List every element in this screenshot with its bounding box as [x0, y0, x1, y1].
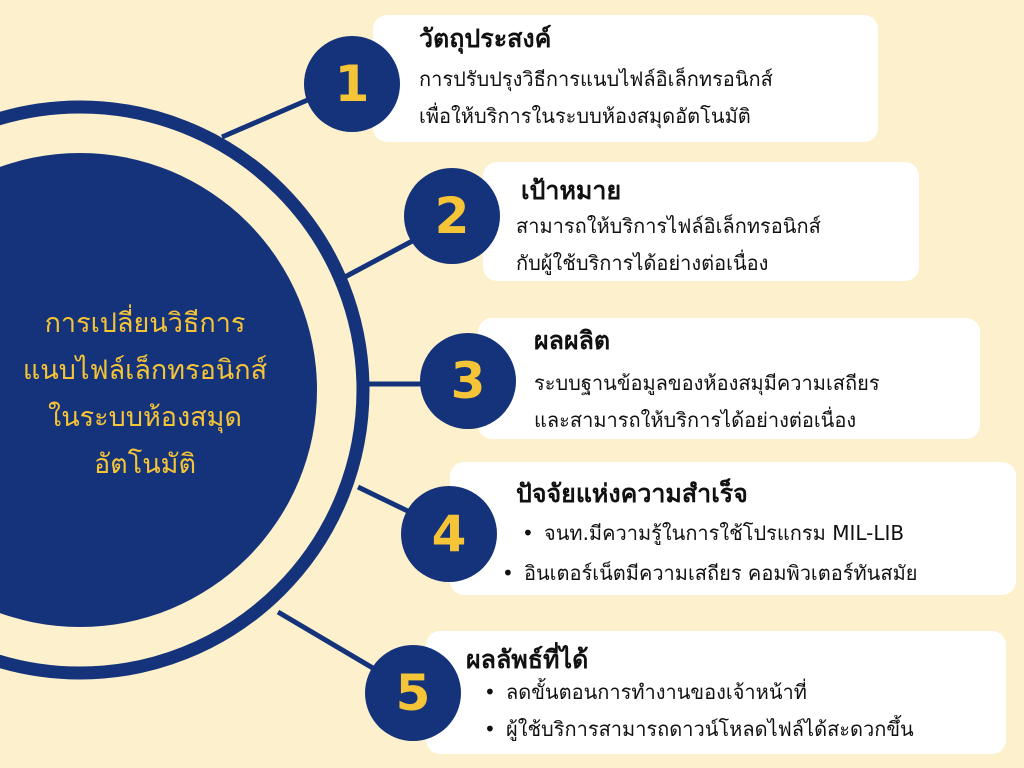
bullet-item: ลดขั้นตอนการทำงานของเจ้าหน้าที่ — [484, 676, 807, 708]
hub-circle — [0, 153, 317, 627]
number-badge-1: 1 — [304, 36, 400, 132]
number-badge-3: 3 — [420, 333, 516, 429]
hub-title-line: แนบไฟล์เล็กทรอนิกส์ — [22, 355, 268, 386]
number-badge-4: 4 — [401, 486, 497, 582]
bullet-item: จนท.มีความรู้ในการใช้โปรแกรม MIL-LIB — [522, 517, 904, 549]
card-title: ผลลัพธ์ที่ได้ — [466, 645, 589, 674]
hub-title: การเปลี่ยนวิธีการ แนบไฟล์เล็กทรอนิกส์ ใน… — [0, 300, 290, 488]
card-title: ปัจจัยแห่งความสำเร็จ — [516, 479, 748, 508]
card-goal: เป้าหมาย สามารถให้บริการไฟล์อิเล็กทรอนิก… — [483, 162, 919, 281]
card-text-line: ระบบฐานข้อมูลของห้องสมุมีความเสถียร — [534, 371, 880, 395]
card-title: เป้าหมาย — [521, 176, 622, 205]
hub-title-line: ในระบบห้องสมุด — [48, 402, 242, 433]
hub-outer-ring — [0, 100, 370, 680]
card-objective: วัตถุประสงค์ การปรับปรุงวิธีการแนบไฟล์อิ… — [373, 15, 878, 142]
card-text-line: และสามารถให้บริการได้อย่างต่อเนื่อง — [534, 408, 857, 432]
card-text-line: การปรับปรุงวิธีการแนบไฟล์อิเล็กทรอนิกส์ — [419, 67, 773, 91]
card-text-line: เพื่อให้บริการในระบบห้องสมุดอัตโนมัติ — [419, 104, 751, 128]
card-text-line: กับผู้ใช้บริการได้อย่างต่อเนื่อง — [516, 251, 769, 275]
card-title: วัตถุประสงค์ — [419, 24, 552, 53]
card-text-line: สามารถให้บริการไฟล์อิเล็กทรอนิกส์ — [516, 214, 821, 238]
card-results: ผลลัพธ์ที่ได้ ลดขั้นตอนการทำงานของเจ้าหน… — [426, 631, 1006, 754]
bullet-item: ผู้ใช้บริการสามารถดาวน์โหลดไฟล์ได้สะดวกข… — [484, 713, 914, 745]
number-badge-2: 2 — [404, 168, 500, 264]
number-badge-5: 5 — [365, 645, 461, 741]
hub-title-line: การเปลี่ยนวิธีการ — [44, 308, 246, 339]
card-output: ผลผลิต ระบบฐานข้อมูลของห้องสมุมีความเสถี… — [478, 318, 980, 439]
card-title: ผลผลิต — [534, 326, 611, 355]
card-success-factors: ปัจจัยแห่งความสำเร็จ จนท.มีความรู้ในการใ… — [450, 462, 1016, 595]
bullet-item: อินเตอร์เน็ตมีความเสถียร คอมพิวเตอร์ทันส… — [502, 557, 917, 589]
hub-title-line: อัตโนมัติ — [93, 449, 197, 480]
